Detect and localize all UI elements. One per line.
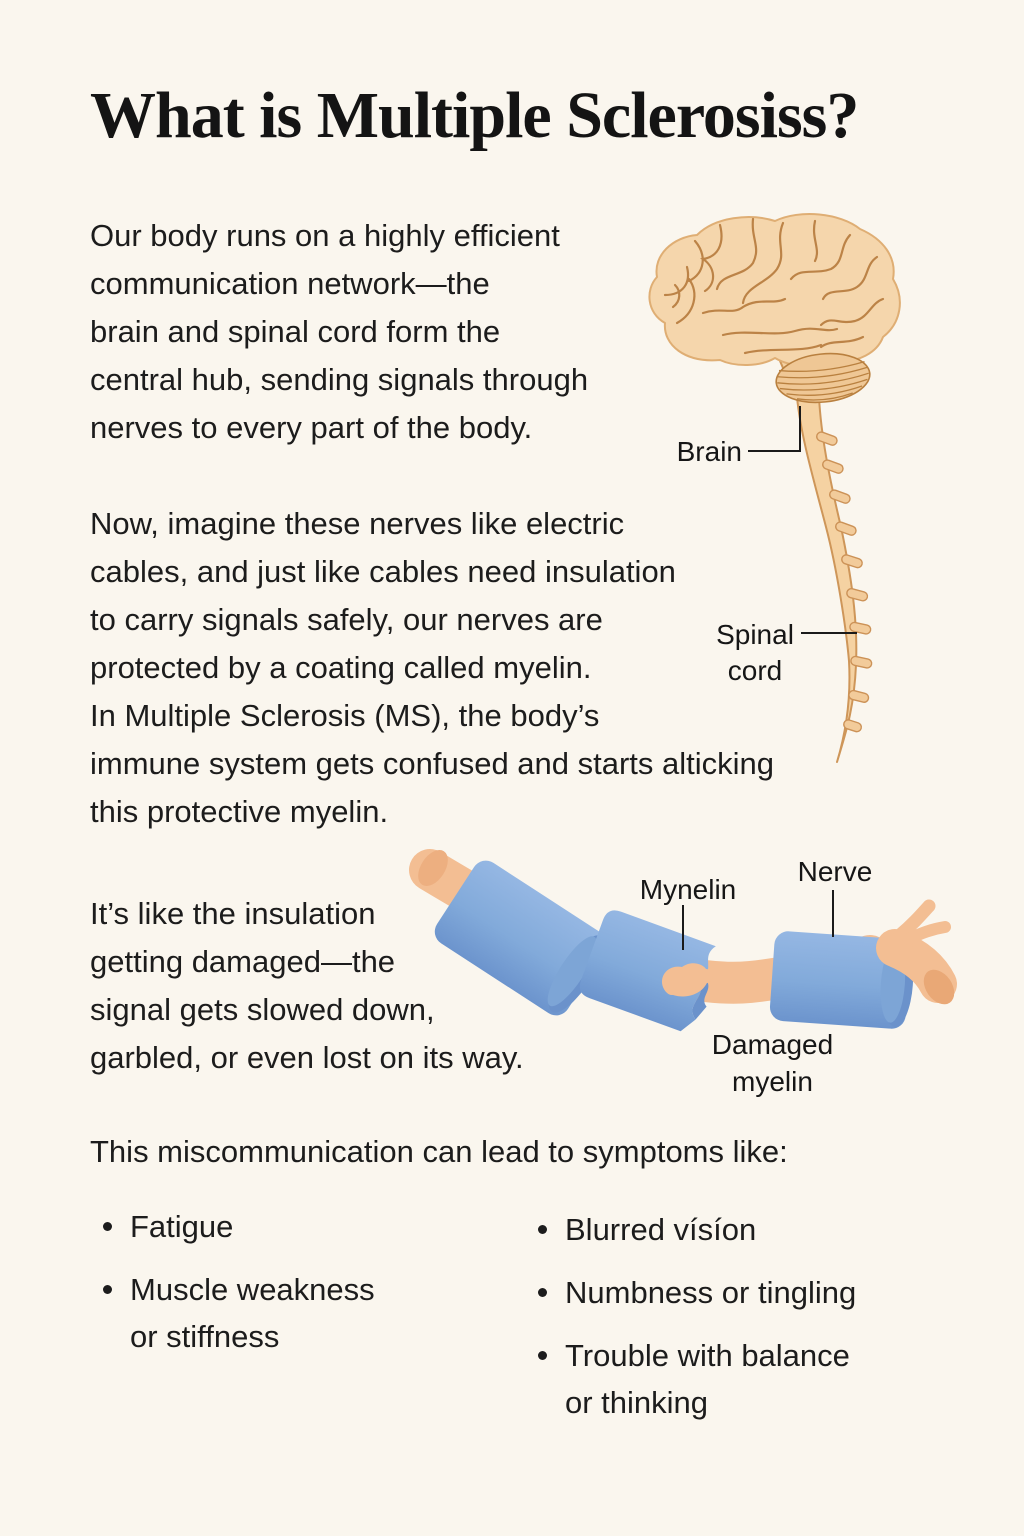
symptoms-intro: This miscommunication can lead to sympto… <box>90 1134 788 1169</box>
cerebellum-shape <box>775 352 871 404</box>
brain-illustration <box>648 213 901 763</box>
damaged-myelin-label: Damaged myelin <box>711 1029 834 1097</box>
brain-pointer-line <box>748 450 800 452</box>
bullet-dot-icon <box>538 1351 547 1360</box>
symptom-text: Numbness or tingling <box>565 1275 857 1310</box>
list-item: Numbness or tingling <box>538 1269 998 1316</box>
brain-gyri <box>663 217 885 355</box>
bullet-dot-icon <box>538 1288 547 1297</box>
symptoms-list-left: Fatigue Muscle weakness or stiffness <box>103 1203 523 1376</box>
nerve-illustration <box>409 849 957 1032</box>
damage-paragraph: It’s like the insulation getting damaged… <box>90 896 524 1075</box>
symptoms-list-right: Blurred vísíon Numbness or tingling Trou… <box>538 1206 998 1442</box>
nerve-ending-branches <box>876 899 957 1005</box>
nerve-label: Nerve <box>797 856 873 887</box>
myelin-segment <box>769 931 914 1029</box>
spinal-cord-label: Spinal cord <box>716 619 794 686</box>
intro-paragraph: Our body runs on a highly efficient comm… <box>90 218 589 445</box>
brain-shape <box>648 213 901 368</box>
brain-pointer-line <box>799 406 801 452</box>
list-item: Blurred vísíon <box>538 1206 998 1253</box>
bullet-dot-icon <box>103 1285 112 1294</box>
spinal-cord-pointer-line <box>801 632 857 634</box>
myelin-pointer-line <box>682 905 684 950</box>
spinal-cord-shape <box>776 352 873 763</box>
list-item: Fatigue <box>103 1203 523 1250</box>
symptom-text: Fatigue <box>130 1209 234 1244</box>
list-item: Muscle weakness or stiffness <box>103 1266 523 1360</box>
list-item: Trouble with balance or thinking <box>538 1332 998 1426</box>
bullet-dot-icon <box>538 1225 547 1234</box>
nerve-roots <box>816 431 873 733</box>
myelin-label: Mynelin <box>639 874 737 905</box>
myelin-paragraph: Now, imagine these nerves like electric … <box>90 506 775 829</box>
symptom-text: Muscle weakness or stiffness <box>130 1272 375 1354</box>
bullet-dot-icon <box>103 1222 112 1231</box>
symptom-text: Trouble with balance or thinking <box>565 1338 850 1420</box>
brain-label: Brain <box>676 436 742 467</box>
damaged-myelin-segment <box>579 910 716 1032</box>
symptom-text: Blurred vísíon <box>565 1212 757 1247</box>
damaged-axon-flap <box>661 963 713 997</box>
nerve-pointer-line <box>832 890 834 937</box>
myelin-segment <box>434 860 608 1016</box>
page-title: What is Multiple Sclerosiss? <box>90 79 859 152</box>
